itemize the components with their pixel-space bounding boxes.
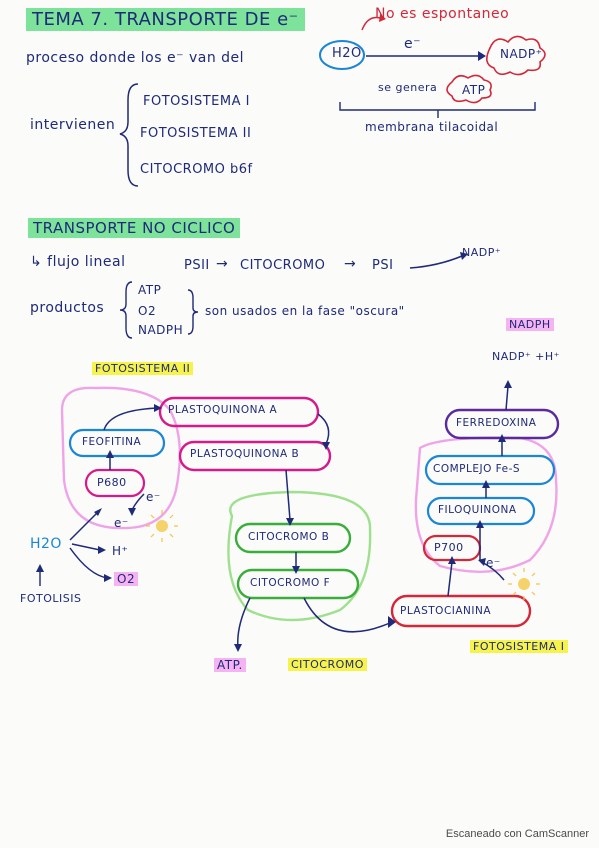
nadp-h-label: NADP⁺ +H⁺ bbox=[492, 350, 560, 363]
products-note: son usados en la fase "oscura" bbox=[205, 304, 405, 318]
top-atp: ATP bbox=[462, 83, 486, 97]
plastocianina-label: PLASTOCIANINA bbox=[400, 605, 492, 617]
fotolisis-label: FOTOLISIS bbox=[20, 592, 82, 605]
h2o-label: H2O bbox=[30, 536, 62, 552]
top-electron: e⁻ bbox=[404, 36, 422, 52]
atp-cloud bbox=[446, 74, 492, 104]
product-nadph: NADPH bbox=[138, 323, 184, 337]
h-plus-label: H⁺ bbox=[112, 544, 129, 558]
plastoquinona-a-label: PLASTOQUINONA A bbox=[168, 404, 278, 416]
top-nadp: NADP⁺ bbox=[500, 47, 543, 61]
e-label-1: e⁻ bbox=[146, 490, 161, 504]
nadp-cloud bbox=[486, 35, 546, 76]
chain-arrows bbox=[69, 385, 509, 649]
ferredoxina-label: FERREDOXINA bbox=[456, 417, 537, 429]
product-atp: ATP bbox=[138, 283, 162, 297]
chain-diagram bbox=[36, 380, 560, 652]
intervienen-item-2: FOTOSISTEMA II bbox=[140, 126, 252, 141]
nadph-label: NADPH bbox=[506, 318, 554, 331]
flow-arrow-1: → bbox=[216, 256, 229, 272]
feofitina-box bbox=[68, 428, 166, 458]
intervienen-item-3: CITOCROMO b6f bbox=[140, 162, 253, 177]
chain-arrowheads bbox=[94, 380, 512, 652]
feofitina-label: FEOFITINA bbox=[82, 436, 142, 448]
electron-arrowhead bbox=[478, 51, 486, 61]
p700-label: P700 bbox=[434, 541, 464, 554]
product-o2: O2 bbox=[138, 304, 157, 318]
citocromo-label: CITOCROMO bbox=[288, 658, 367, 671]
flow-citocromo: CITOCROMO bbox=[240, 258, 326, 273]
citocromo-f-label: CITOCROMO F bbox=[250, 577, 331, 589]
products-close-brace bbox=[187, 289, 199, 335]
intervienen-brace bbox=[119, 83, 139, 187]
top-se-genera: se genera bbox=[378, 81, 438, 94]
red-arrowhead bbox=[379, 14, 386, 22]
citocromo-b-label: CITOCROMO B bbox=[248, 531, 330, 543]
e-label-3: e⁻ bbox=[486, 556, 501, 570]
e-label-2: e⁻ bbox=[114, 516, 129, 530]
fotosistema-i-label: FOTOSISTEMA I bbox=[470, 640, 568, 653]
scanner-watermark: Escaneado con CamScanner bbox=[445, 828, 589, 840]
complejo-label: COMPLEJO Fe-S bbox=[433, 463, 521, 475]
red-note-arrow bbox=[361, 16, 381, 31]
citocromo-b-box bbox=[234, 522, 352, 554]
membrane-bracket bbox=[339, 102, 536, 111]
sun-icon bbox=[146, 510, 178, 542]
plastocianina-box bbox=[390, 594, 532, 628]
top-membrane: membrana tilacoidal bbox=[365, 120, 499, 134]
flow-arrow-2: → bbox=[344, 256, 357, 272]
o2-label: O2 bbox=[114, 572, 139, 586]
products-label: productos bbox=[30, 300, 105, 316]
atp-label: ATP. bbox=[214, 658, 246, 672]
flow-nadp: NADP⁺ bbox=[462, 246, 502, 259]
plastoquinona-b-label: PLASTOQUINONA B bbox=[190, 448, 300, 460]
flow-arrow-3 bbox=[409, 252, 468, 269]
filoquinona-label: FILOQUINONA bbox=[438, 504, 517, 516]
header-note: No es espontaneo bbox=[375, 6, 510, 22]
fotolisis-arrowhead bbox=[36, 564, 44, 572]
top-diagram bbox=[319, 14, 546, 118]
plastoquinona-b-box bbox=[178, 440, 332, 472]
page-title: TEMA 7. TRANSPORTE DE e⁻ bbox=[26, 8, 305, 31]
intervienen-item-1: FOTOSISTEMA I bbox=[143, 94, 250, 109]
process-sentence: proceso donde los e⁻ van del bbox=[26, 50, 245, 66]
intervienen-label: intervienen bbox=[30, 117, 116, 133]
top-h2o: H2O bbox=[332, 46, 362, 61]
complejo-box bbox=[424, 454, 556, 486]
fotosistema-ii-label: FOTOSISTEMA II bbox=[92, 362, 194, 375]
section-title: TRANSPORTE NO CICLICO bbox=[28, 218, 241, 238]
h2o-circle bbox=[319, 40, 365, 70]
p680-label: P680 bbox=[97, 476, 127, 489]
p680-box bbox=[84, 468, 146, 498]
psii-halo bbox=[60, 386, 182, 530]
flow-prefix: ↳ flujo lineal bbox=[30, 254, 126, 270]
sun-icon bbox=[508, 568, 540, 600]
flow-psii: PSII bbox=[184, 258, 210, 273]
products-brace bbox=[119, 281, 133, 339]
plastoquinona-a-box bbox=[158, 396, 320, 428]
flow-psi: PSI bbox=[372, 258, 394, 273]
cyto-halo bbox=[227, 490, 372, 622]
